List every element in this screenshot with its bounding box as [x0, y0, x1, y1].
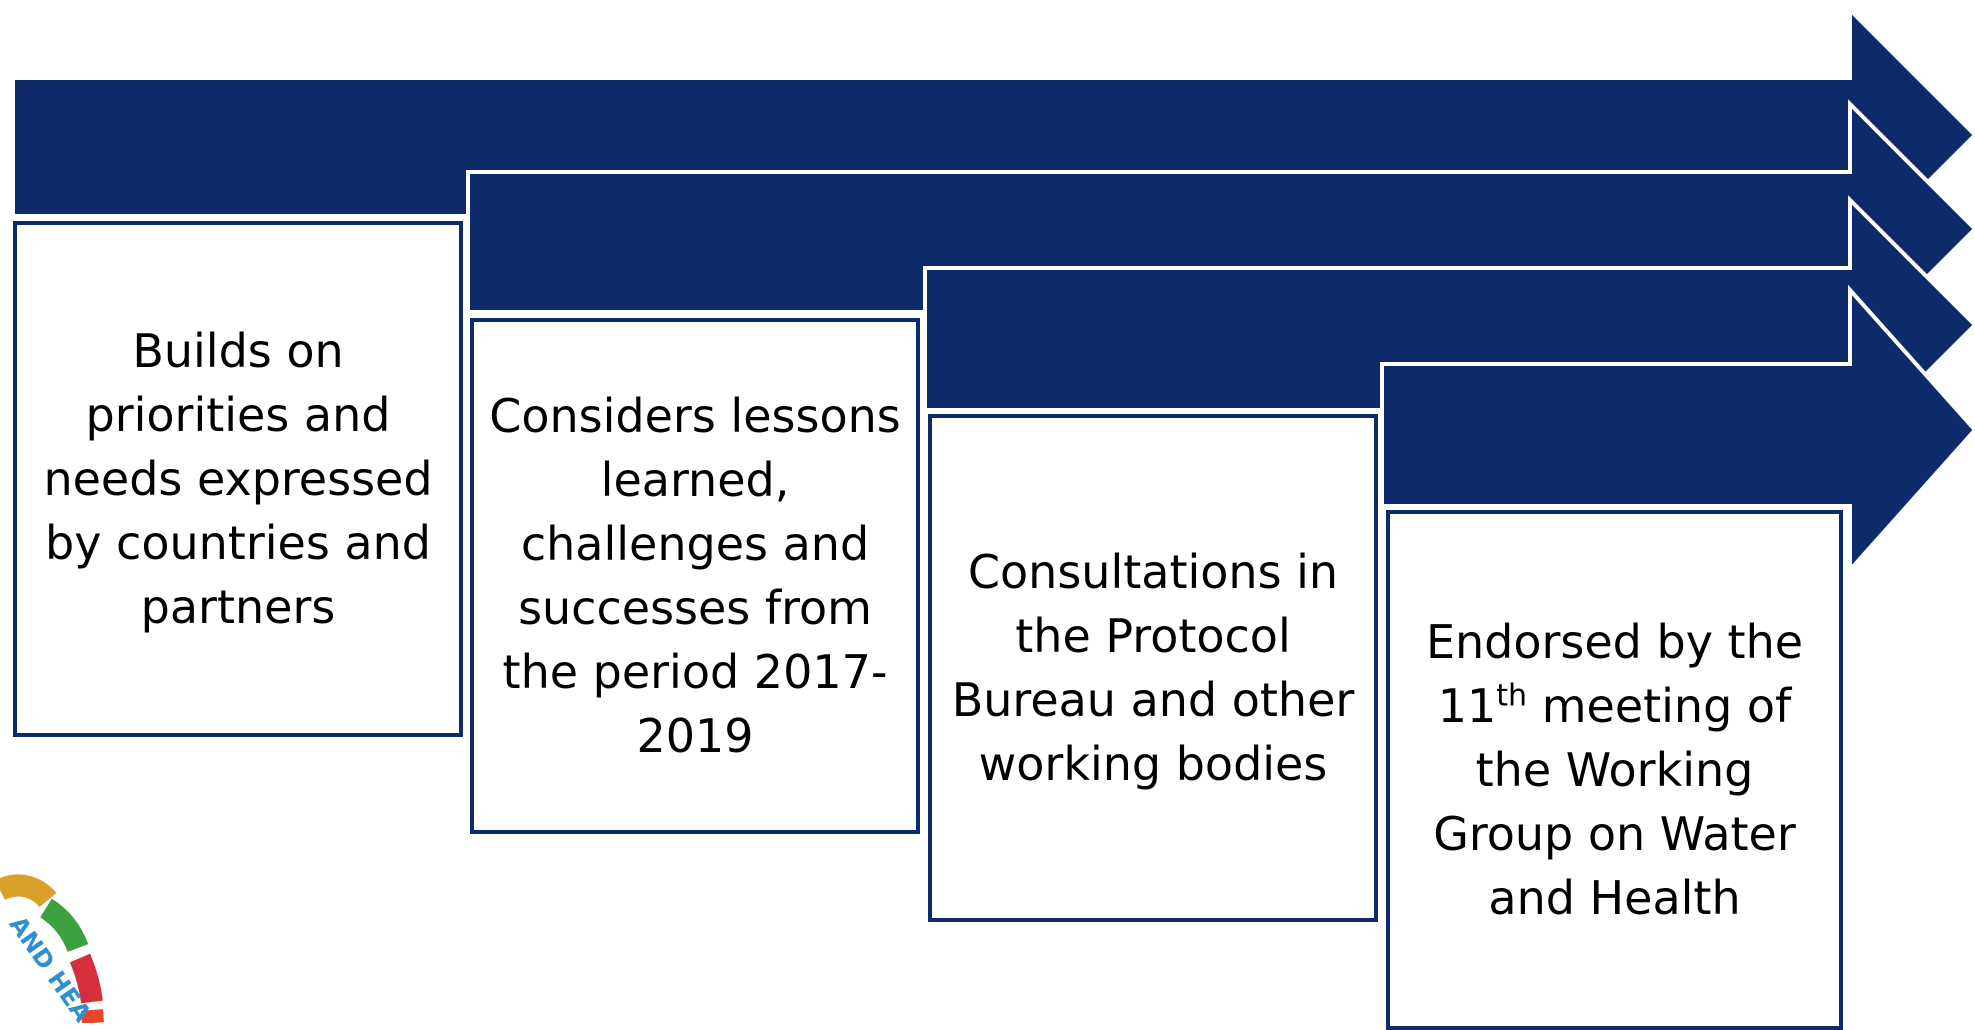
step-4-number: 11	[1437, 679, 1497, 733]
step-4-ordinal: th	[1496, 678, 1528, 714]
step-4-box: Endorsed by the 11th meeting of the Work…	[1386, 510, 1843, 1030]
step-4-text-end: meeting of the Working Group on Water an…	[1433, 679, 1796, 925]
step-3-box: Consultations in the Protocol Bureau and…	[928, 414, 1378, 922]
step-4-text-start: Endorsed by the	[1425, 615, 1804, 669]
step-2-box: Considers lessons learned, challenges an…	[470, 318, 920, 834]
protocol-logo: AND HEA	[0, 874, 104, 1023]
step-4-text: Endorsed by the 11th meeting of the Work…	[1404, 610, 1825, 930]
arrow-4	[1380, 284, 1975, 576]
step-3-text: Consultations in the Protocol Bureau and…	[951, 545, 1355, 791]
step-2-text: Considers lessons learned, challenges an…	[489, 389, 901, 763]
step-1-text: Builds on priorities and needs expressed…	[43, 324, 433, 634]
step-1-box: Builds on priorities and needs expressed…	[13, 221, 463, 737]
